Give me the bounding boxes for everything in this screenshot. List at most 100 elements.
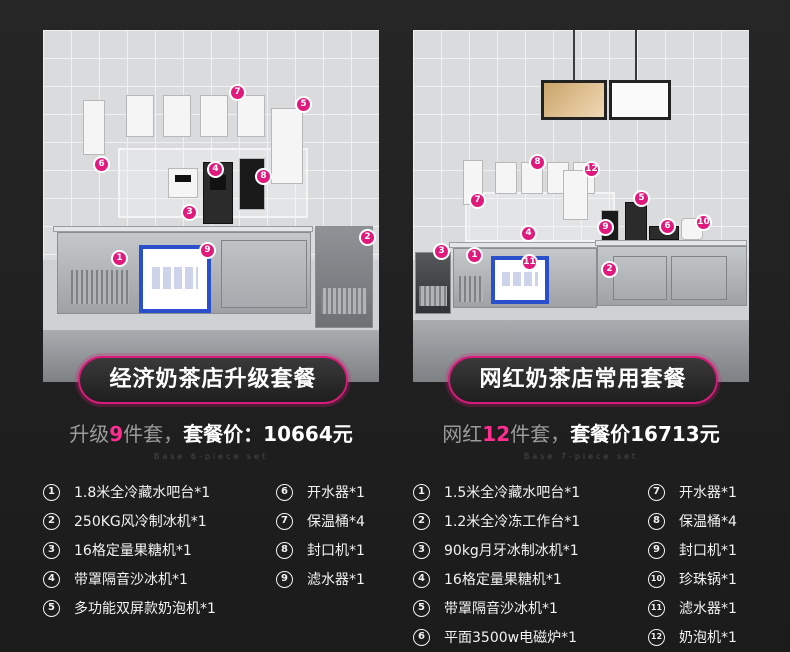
package-title-pill: 经济奶茶店升级套餐 — [78, 356, 348, 404]
callout-badge: 3 — [181, 204, 198, 221]
item-text: 平面3500w电磁炉*1 — [444, 629, 577, 646]
item-text: 250KG风冷制冰机*1 — [74, 513, 207, 530]
item-text: 滤水器*1 — [307, 571, 365, 588]
boiling-water-machine — [563, 170, 588, 220]
insulated-barrel — [163, 95, 191, 137]
item-text: 保温桶*4 — [307, 513, 365, 530]
callout-badge: 12 — [583, 161, 600, 178]
item-number-icon: 5 — [43, 600, 60, 617]
item-text: 保温桶*4 — [679, 513, 737, 530]
list-item: 1 1.8米全冷藏水吧台*1 — [43, 478, 216, 507]
callout-badge: 1 — [466, 247, 483, 264]
item-number-icon: 9 — [276, 571, 293, 588]
menu-display — [609, 80, 671, 120]
list-item: 8 保温桶*4 — [648, 507, 737, 536]
callout-badge: 5 — [295, 96, 312, 113]
callout-badge: 3 — [433, 243, 450, 260]
insulated-barrel — [237, 95, 265, 137]
item-number-icon: 8 — [276, 542, 293, 559]
menu-display — [541, 80, 607, 120]
item-number-icon: 4 — [43, 571, 60, 588]
list-item: 2 250KG风冷制冰机*1 — [43, 507, 216, 536]
item-number-icon: 1 — [43, 484, 60, 501]
list-item: 5 带罩隔音沙冰机*1 — [413, 594, 580, 623]
list-item: 1 1.5米全冷藏水吧台*1 — [413, 478, 580, 507]
list-item: 7 保温桶*4 — [276, 507, 365, 536]
boiling-water-machine — [271, 108, 303, 184]
item-number-icon: 1 — [413, 484, 430, 501]
item-number-icon: 5 — [413, 600, 430, 617]
package-title-pill: 网红奶茶店常用套餐 — [448, 356, 718, 404]
product-photo-economy: 1 2 3 4 5 6 7 8 9 — [43, 30, 379, 382]
insulated-barrel — [495, 162, 517, 194]
callout-badge: 2 — [601, 261, 618, 278]
display-shelf — [465, 192, 615, 242]
callout-badge: 4 — [520, 225, 537, 242]
list-item: 8 封口机*1 — [276, 536, 365, 565]
list-item: 5 多功能双屏款奶泡机*1 — [43, 594, 216, 623]
callout-badge: 7 — [229, 84, 246, 101]
item-number-icon: 7 — [648, 484, 665, 501]
package-subtitle: Base 7-piece set — [523, 452, 639, 461]
item-number-icon: 9 — [648, 542, 665, 559]
list-item: 9 滤水器*1 — [276, 565, 365, 594]
item-text: 珍珠锅*1 — [679, 571, 737, 588]
list-item: 3 90kg月牙冰制冰机*1 — [413, 536, 580, 565]
package-title: 经济奶茶店升级套餐 — [109, 367, 317, 392]
list-item: 9 封口机*1 — [648, 536, 737, 565]
callout-badge: 11 — [521, 254, 538, 271]
callout-badge: 8 — [255, 168, 272, 185]
list-item: 12 奶泡机*1 — [648, 623, 737, 652]
callout-badge: 9 — [199, 242, 216, 259]
item-number-icon: 10 — [648, 571, 665, 588]
item-number-icon: 2 — [413, 513, 430, 530]
blender-machine — [625, 202, 647, 242]
item-number-icon: 2 — [43, 513, 60, 530]
item-text: 开水器*1 — [679, 484, 737, 501]
callout-badge: 8 — [529, 154, 546, 171]
item-number-icon: 3 — [413, 542, 430, 559]
item-text: 滤水器*1 — [679, 600, 737, 617]
callout-badge: 2 — [359, 229, 376, 246]
insulated-barrel — [200, 95, 228, 137]
package-title: 网红奶茶店常用套餐 — [479, 367, 687, 392]
item-text: 奶泡机*1 — [679, 629, 737, 646]
item-text: 16格定量果糖机*1 — [444, 571, 562, 588]
item-text: 封口机*1 — [307, 542, 365, 559]
item-number-icon: 3 — [43, 542, 60, 559]
item-number-icon: 7 — [276, 513, 293, 530]
fructose-machine — [168, 168, 198, 198]
item-text: 封口机*1 — [679, 542, 737, 559]
item-text: 1.2米全冷冻工作台*1 — [444, 513, 581, 530]
callout-badge: 6 — [659, 218, 676, 235]
callout-badge: 7 — [469, 192, 486, 209]
package-price: 升级9件套，套餐价：10664元 — [69, 422, 353, 446]
item-text: 带罩隔音沙冰机*1 — [444, 600, 558, 617]
item-text: 开水器*1 — [307, 484, 365, 501]
callout-badge: 10 — [695, 214, 712, 231]
item-text: 多功能双屏款奶泡机*1 — [74, 600, 216, 617]
item-text: 1.8米全冷藏水吧台*1 — [74, 484, 211, 501]
item-number-icon: 6 — [276, 484, 293, 501]
item-number-icon: 12 — [648, 629, 665, 646]
product-photo-popular: 1 2 3 4 5 6 7 8 9 10 11 12 — [413, 30, 749, 382]
item-text: 1.5米全冷藏水吧台*1 — [444, 484, 581, 501]
callout-badge: 6 — [93, 156, 110, 173]
item-text: 16格定量果糖机*1 — [74, 542, 192, 559]
callout-badge: 9 — [597, 219, 614, 236]
item-text: 90kg月牙冰制冰机*1 — [444, 542, 579, 559]
package-subtitle: Base 6-piece set — [153, 452, 269, 461]
list-item: 2 1.2米全冷冻工作台*1 — [413, 507, 580, 536]
water-filter — [139, 245, 211, 313]
water-filter — [491, 256, 549, 304]
package-price: 网红12件套，套餐价16713元 — [442, 422, 720, 446]
item-number-icon: 8 — [648, 513, 665, 530]
item-text: 带罩隔音沙冰机*1 — [74, 571, 188, 588]
item-list-col2: 6 开水器*1 7 保温桶*4 8 封口机*1 9 滤水器*1 — [276, 478, 365, 594]
water-boiler-machine — [83, 100, 105, 155]
